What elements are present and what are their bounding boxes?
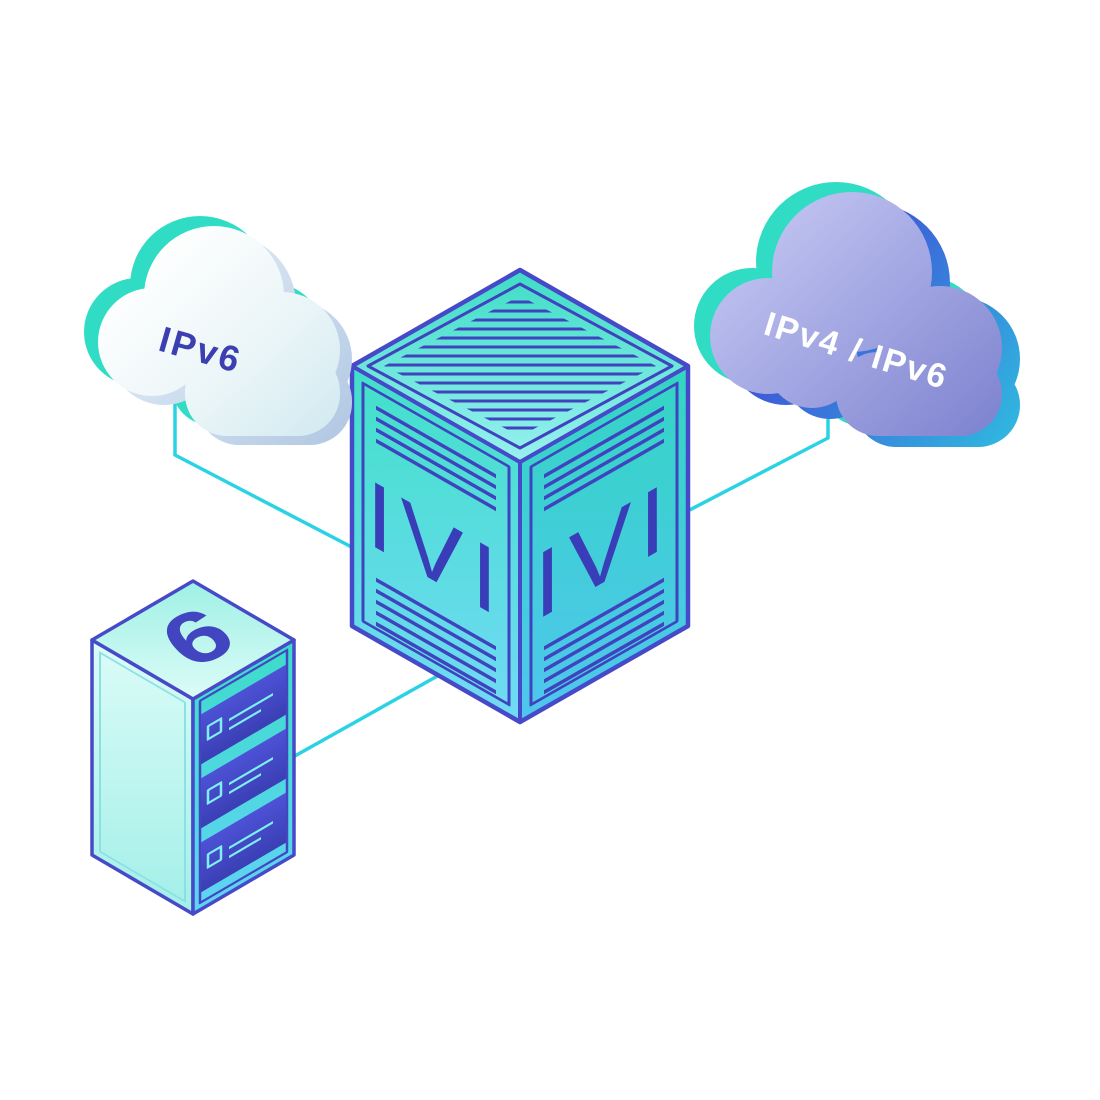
ipv6-cloud-body	[98, 226, 340, 436]
box-outline	[349, 267, 691, 725]
link-ipv6-server	[292, 667, 451, 759]
ipv6-server: 6	[90, 579, 296, 916]
box-left-bottom-stripes	[376, 577, 496, 695]
server-bay	[201, 728, 286, 829]
ipv6-cloud: IPv6	[84, 216, 352, 445]
server-top-face	[90, 579, 296, 701]
server-left-face-frame	[99, 651, 186, 903]
link-ipv6-cloud	[173, 392, 366, 556]
ipv4-ipv6-cloud-body	[710, 192, 1002, 436]
box-right-bottom-stripes	[544, 577, 664, 695]
box-top-inner-frame	[366, 282, 674, 450]
server-bays	[198, 648, 289, 905]
link-ipv4-ipv6-cloud	[679, 402, 830, 517]
ipv4-ipv6-cloud: IPv4 / IPv6	[694, 182, 1020, 447]
box-left-top-stripes	[376, 405, 496, 512]
server-bay	[201, 792, 286, 893]
box-right-face-content: IVI	[529, 381, 679, 707]
box-right-top-stripes	[544, 405, 664, 512]
server-bay	[201, 664, 286, 765]
ivi-translator-box: IVI IVI	[349, 267, 691, 725]
